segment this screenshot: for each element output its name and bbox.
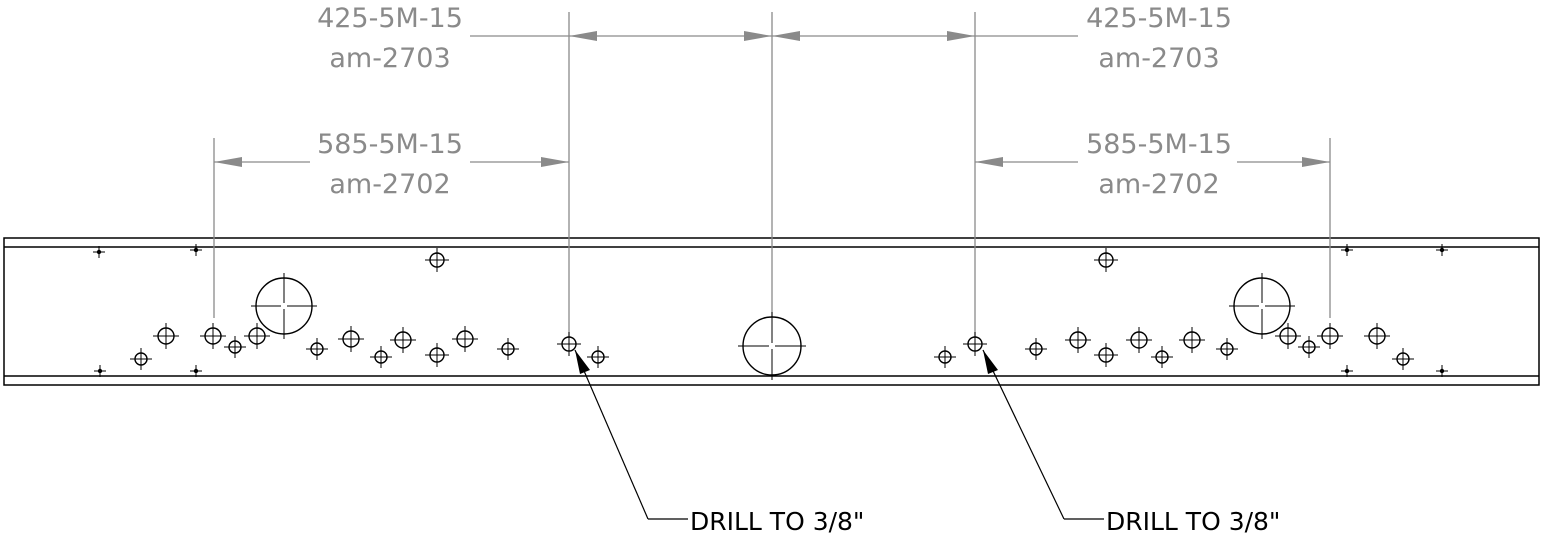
reference-point-mark	[1341, 244, 1353, 256]
hole	[557, 332, 581, 356]
reference-point-mark	[190, 365, 202, 377]
hole	[306, 338, 328, 360]
leader-note-right: DRILL TO 3/8"	[982, 349, 1280, 536]
hole	[1094, 248, 1118, 272]
dimension-mid-left: 585-5M-15 am-2702	[214, 129, 569, 200]
hole	[1392, 348, 1414, 370]
hole	[934, 346, 956, 368]
hole	[425, 248, 449, 272]
hole	[224, 336, 246, 358]
hole	[153, 323, 179, 349]
holes	[93, 244, 1448, 380]
dim-top-left-part: 425-5M-15	[317, 3, 463, 34]
hole	[1317, 323, 1343, 349]
hole	[370, 346, 392, 368]
dim-top-right-part: 425-5M-15	[1086, 3, 1232, 34]
reference-point-mark	[1436, 365, 1448, 377]
hole	[390, 327, 416, 353]
dimension-mid-right: 585-5M-15 am-2702	[975, 129, 1330, 200]
reference-point-mark	[190, 244, 202, 256]
hole	[1229, 273, 1295, 339]
hole	[130, 348, 152, 370]
hole	[1364, 323, 1390, 349]
hole	[1179, 327, 1205, 353]
reference-point-mark	[1341, 365, 1353, 377]
hole	[1151, 346, 1173, 368]
hole	[738, 312, 806, 380]
hole	[200, 323, 226, 349]
hole	[963, 332, 987, 356]
hole	[1094, 343, 1118, 367]
dim-mid-right-ref: am-2702	[1098, 169, 1219, 200]
reference-point-mark	[94, 365, 106, 377]
hole	[1275, 323, 1301, 349]
dim-top-right-ref: am-2703	[1098, 43, 1219, 74]
note-right-text: DRILL TO 3/8"	[1106, 507, 1280, 536]
hole	[244, 323, 270, 349]
hole	[452, 326, 478, 352]
dim-top-left-ref: am-2703	[329, 43, 450, 74]
hole	[497, 338, 519, 360]
leader-note-left: DRILL TO 3/8"	[574, 349, 864, 536]
hole	[1298, 336, 1320, 358]
dim-mid-right-part: 585-5M-15	[1086, 129, 1232, 160]
reference-point-mark	[93, 246, 105, 258]
hole	[1126, 327, 1152, 353]
dim-mid-left-ref: am-2702	[329, 169, 450, 200]
hole	[251, 273, 317, 339]
hole	[425, 343, 449, 367]
hole	[1065, 327, 1091, 353]
hole	[587, 346, 609, 368]
dimension-top-left: 425-5M-15 am-2703	[317, 3, 772, 74]
hole	[1025, 338, 1047, 360]
note-left-text: DRILL TO 3/8"	[690, 507, 864, 536]
dim-mid-left-part: 585-5M-15	[317, 129, 463, 160]
dimension-top-right: 425-5M-15 am-2703	[772, 3, 1232, 74]
hole	[1216, 338, 1238, 360]
reference-point-mark	[1436, 244, 1448, 256]
hole	[338, 326, 364, 352]
